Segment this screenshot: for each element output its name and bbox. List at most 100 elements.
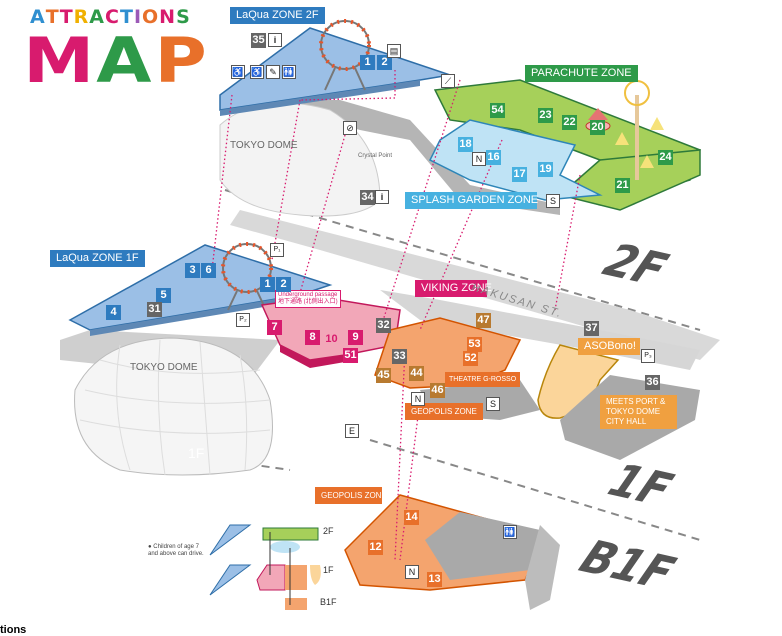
mini-map-2f: 2F [323,526,334,536]
cut-off-caption: tions [0,624,27,636]
attraction-2-1f[interactable]: 2 [276,277,291,292]
attraction-1-2f[interactable]: 1 [360,55,375,70]
attraction-3[interactable]: 3 [185,263,200,278]
attraction-34[interactable]: 34 [360,190,375,205]
dome-grid [79,339,271,476]
floor-divider-2f [224,189,701,331]
title-letter: M [23,24,97,97]
attraction-18[interactable]: 18 [458,137,473,152]
toilet-icon-b1f[interactable]: 🚻 [503,525,517,539]
zone-label-theatre-g-rosso[interactable]: THEATRE G-ROSSO [445,372,521,387]
attraction-5[interactable]: 5 [156,288,171,303]
parking-p2-icon[interactable]: P₂ [236,313,250,327]
elevator-icon[interactable]: E [345,424,359,438]
info-icon[interactable]: i [268,33,282,47]
stroller-icon-1f[interactable]: S [486,397,500,411]
attraction-36[interactable]: 36 [645,375,660,390]
title-letter: S [176,6,191,28]
crystal-point-label: Crystal Point [358,153,393,159]
tokyo-dome-1f [74,337,273,476]
connector-paths [211,70,581,561]
title-letter: P [154,24,209,97]
attraction-10[interactable]: 10 [325,333,338,345]
map-title-main: MAP [23,24,213,97]
viking-edge [280,345,345,368]
zone-label-meets-port[interactable]: MEETS PORT & TOKYO DOME CITY HALL [600,395,677,429]
title-letter: T [59,6,74,28]
tokyo-dome-label-2f: TOKYO DOME [230,140,298,151]
title-letter: A [95,24,154,97]
attraction-6[interactable]: 6 [201,263,216,278]
attraction-16[interactable]: 16 [486,150,501,165]
attraction-53[interactable]: 53 [467,337,482,352]
locker-icon[interactable]: ▤ [387,44,401,58]
attraction-24[interactable]: 24 [658,150,673,165]
wheelchair-icon[interactable]: ♿ [250,65,264,79]
escalator-icon[interactable]: ⟋ [441,74,455,88]
info-icon-splash[interactable]: i [375,190,389,204]
locker-n-icon[interactable]: N [472,152,486,166]
attraction-17[interactable]: 17 [512,167,527,182]
zone-label-laqua-2f[interactable]: LaQua ZONE 2F [230,7,325,24]
attraction-20[interactable]: 20 [590,120,605,135]
attraction-37[interactable]: 37 [584,321,599,336]
attraction-32[interactable]: 32 [376,318,391,333]
attraction-45[interactable]: 45 [376,368,391,383]
attraction-9[interactable]: 9 [348,330,363,345]
nursing-icon[interactable]: ✎ [266,65,280,79]
parachute-zone-lower [558,149,701,211]
attraction-19[interactable]: 19 [538,162,553,177]
laqua-1f-edge [90,295,300,336]
title-letter: R [73,6,90,28]
locker-n-icon-b1f[interactable]: N [405,565,419,579]
title-letter: A [89,6,106,28]
attraction-4[interactable]: 4 [106,305,121,320]
attraction-8[interactable]: 8 [305,330,320,345]
parking-p1-icon[interactable]: P₁ [270,243,284,257]
zone-label-viking[interactable]: VIKING ZONE [415,280,492,297]
smoking-icon[interactable]: ⊘ [343,121,357,135]
attraction-23[interactable]: 23 [538,108,553,123]
mini-floor-map: 2F 1F B1F [205,520,345,610]
attraction-54[interactable]: 54 [490,103,505,118]
map-title-top: ATTRACTIONS [30,6,191,28]
zone-label-laqua-1f[interactable]: LaQua ZONE 1F [50,250,145,267]
mini-map-1f: 1F [323,565,334,575]
parachute-tower [615,80,664,180]
title-letter: A [30,6,46,28]
attraction-14[interactable]: 14 [404,510,419,525]
attraction-35[interactable]: 35 [251,33,266,48]
zone-label-geopolis-1f[interactable]: GEOPOLIS ZONE [405,403,483,420]
locker-n-icon-1f[interactable]: N [411,392,425,406]
attraction-47[interactable]: 47 [476,313,491,328]
restroom-icon[interactable]: ♿ [231,65,245,79]
attraction-46[interactable]: 46 [430,383,445,398]
title-letter: I [133,6,143,28]
toilet-icon[interactable]: 🚻 [282,65,296,79]
attraction-7[interactable]: 7 [267,320,282,335]
attraction-2-2f[interactable]: 2 [377,55,392,70]
attraction-22[interactable]: 22 [562,115,577,130]
attraction-33[interactable]: 33 [392,349,407,364]
stroller-icon[interactable]: S [546,194,560,208]
attraction-52[interactable]: 52 [463,351,478,366]
attraction-13[interactable]: 13 [427,572,442,587]
attraction-1-1f[interactable]: 1 [260,277,275,292]
attraction-31[interactable]: 31 [147,302,162,317]
title-letter: O [142,6,160,28]
laqua-2f-edge [220,80,420,116]
b1f-gray-side [525,525,560,610]
zone-label-parachute[interactable]: PARACHUTE ZONE [525,65,638,82]
zone-label-asobono[interactable]: ASOBono! [578,338,640,355]
mini-map-b1f: B1F [320,597,337,607]
attraction-44[interactable]: 44 [409,366,424,381]
zone-label-splash-garden[interactable]: SPLASH GARDEN ZONE [405,192,538,209]
parking-p3-icon[interactable]: P₃ [641,349,655,363]
attraction-21[interactable]: 21 [615,178,630,193]
dome-floor-label: 1F [188,445,205,461]
title-letter: T [119,6,134,28]
attraction-51[interactable]: 51 [343,348,358,363]
tokyo-dome-label-1f: TOKYO DOME [130,362,198,373]
zone-label-geopolis-b1f[interactable]: GEOPOLIS ZONE [315,487,387,504]
attraction-12[interactable]: 12 [368,540,383,555]
